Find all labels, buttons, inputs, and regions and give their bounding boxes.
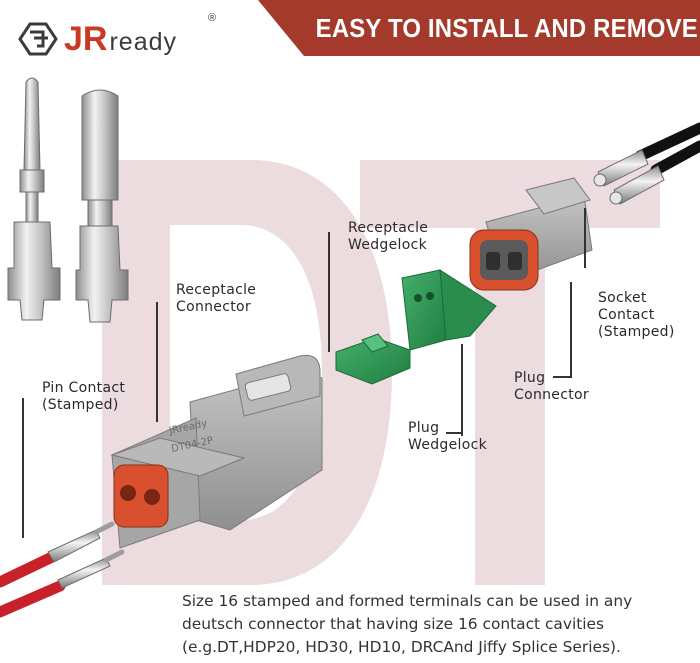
- registered-mark: ®: [208, 12, 217, 24]
- label-plug-wedgelock: Plug Wedgelock: [408, 420, 487, 454]
- caption-line: Size 16 stamped and formed terminals can…: [182, 592, 633, 610]
- label-line: Plug: [514, 370, 546, 386]
- label-receptacle-connector: Receptacle Connector: [176, 282, 256, 316]
- socket-contact-vertical: [75, 89, 129, 323]
- leader-receptacle-wedgelock: [328, 232, 330, 352]
- label-line: Wedgelock: [408, 437, 487, 453]
- leader-socket-contact: [584, 208, 586, 268]
- label-line: (Stamped): [42, 397, 119, 413]
- label-line: Receptacle: [176, 282, 257, 298]
- leader-plug-wedgelock: [461, 344, 463, 436]
- label-line: Plug: [408, 420, 440, 436]
- plug-connector: [469, 177, 593, 291]
- pin-contact-vertical: [7, 77, 61, 321]
- pin-contact-wires: [0, 521, 125, 618]
- compatibility-caption: Size 16 stamped and formed terminals can…: [182, 590, 697, 659]
- leader-receptacle-connector: [156, 302, 158, 422]
- logo-mark: JR: [64, 20, 108, 58]
- label-pin-contact: Pin Contact (Stamped): [42, 380, 125, 414]
- plug-wedgelock: [401, 269, 497, 351]
- label-line: Receptacle: [348, 220, 429, 236]
- leader-plug-connector: [570, 282, 572, 378]
- brand-logo: JR ready ®: [18, 12, 216, 58]
- label-receptacle-wedgelock: Receptacle Wedgelock: [348, 220, 428, 254]
- socket-contact-wires: [593, 122, 700, 205]
- label-socket-contact: Socket Contact (Stamped): [598, 290, 675, 341]
- logo-word: ready: [109, 28, 178, 56]
- label-line: Connector: [514, 387, 589, 403]
- label-line: Contact: [598, 307, 655, 323]
- jr-shield-icon: [18, 22, 58, 56]
- label-line: Socket: [598, 290, 647, 306]
- caption-line: deutsch connector that having size 16 co…: [182, 615, 605, 633]
- leader-plug-wedgelock-h: [446, 432, 462, 434]
- label-line: Connector: [176, 299, 251, 315]
- receptacle-connector: [110, 354, 323, 549]
- leader-plug-connector-h: [553, 376, 571, 378]
- header-title: EASY TO INSTALL AND REMOVE: [315, 13, 698, 43]
- receptacle-wedgelock: [335, 333, 411, 385]
- header-banner: [258, 0, 700, 56]
- label-plug-connector: Plug Connector: [514, 370, 589, 404]
- caption-line: (e.g.DT,HDP20, HD30, HD10, DRCAnd Jiffy …: [182, 638, 621, 656]
- label-line: Pin Contact: [42, 380, 126, 396]
- leader-pin-contact: [22, 398, 24, 538]
- label-line: Wedgelock: [348, 237, 427, 253]
- label-line: (Stamped): [598, 324, 675, 340]
